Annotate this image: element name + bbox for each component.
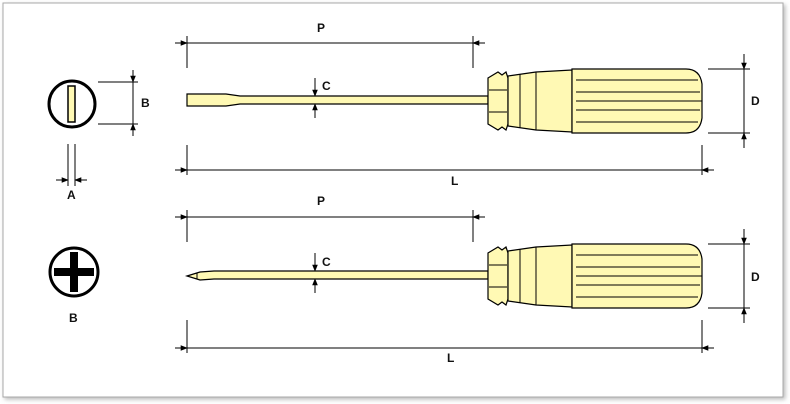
overall-length-label: L — [447, 351, 454, 365]
shaft-length-dimension: P — [175, 21, 485, 68]
tip-width-label: A — [67, 188, 76, 202]
handle-diameter-dimension: D — [708, 229, 760, 323]
phillips-screwdriver-view: B P C — [48, 194, 760, 365]
shaft-length-dimension: P — [175, 194, 485, 242]
diagram-frame — [2, 2, 784, 398]
overall-length-label: L — [451, 174, 458, 188]
phillips-blade — [184, 270, 489, 281]
phillips-tip-icon — [48, 246, 100, 298]
slotted-handle — [487, 68, 703, 134]
phillips-handle — [487, 243, 703, 309]
handle-diameter-label: D — [751, 94, 760, 108]
tip-height-dimension: B — [98, 70, 150, 136]
slotted-screwdriver-view: B A P C — [47, 21, 760, 202]
tip-height-label: B — [141, 96, 150, 110]
shaft-diameter-label: C — [322, 79, 331, 93]
slotted-blade — [186, 93, 489, 107]
shaft-length-label: P — [317, 21, 325, 35]
tip-width-dimension: A — [56, 144, 87, 202]
shaft-diameter-label: C — [322, 255, 331, 269]
phillips-tip-label: B — [69, 311, 78, 325]
overall-length-dimension: L — [175, 320, 714, 365]
slotted-tip-icon — [47, 79, 97, 129]
handle-diameter-dimension: D — [708, 54, 760, 148]
shaft-diameter-dimension: C — [312, 253, 331, 293]
overall-length-dimension: L — [175, 145, 714, 188]
handle-diameter-label: D — [751, 270, 760, 284]
shaft-diameter-dimension: C — [312, 78, 331, 118]
shaft-length-label: P — [317, 194, 325, 208]
